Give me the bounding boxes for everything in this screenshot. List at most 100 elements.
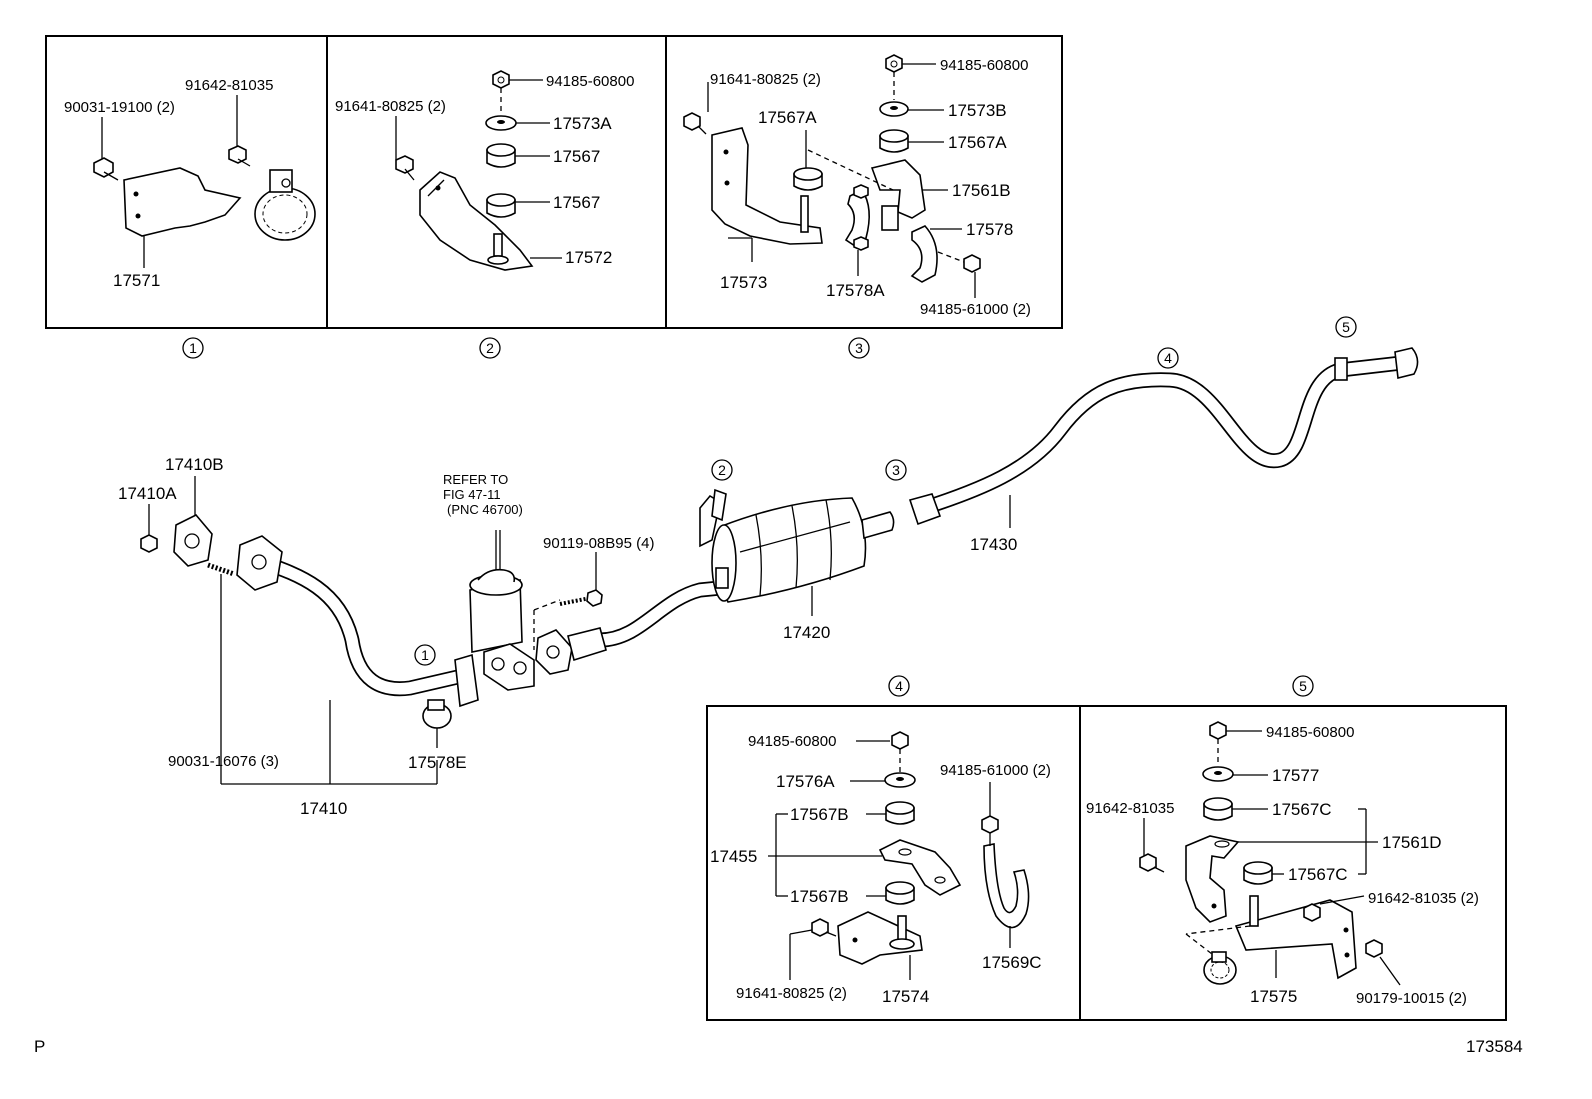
svg-text:3: 3	[892, 462, 900, 478]
nut-icon	[492, 70, 510, 89]
label-17578A: 17578A	[826, 281, 885, 300]
label-94185-61000: 94185-61000 (2)	[920, 301, 1031, 318]
callout-1: 1	[414, 644, 436, 666]
stud-icon	[207, 562, 235, 577]
label-90119-08B95: 90119-08B95 (4)	[543, 535, 654, 552]
clamp-17578e-icon	[422, 699, 452, 729]
label-17561B: 17561B	[952, 181, 1011, 200]
clamp-17578-icon	[910, 225, 938, 283]
label-17569C: 17569C	[982, 953, 1042, 972]
washer-icon	[1202, 766, 1234, 782]
cushion-icon	[885, 801, 915, 825]
label-17455: 17455	[710, 847, 757, 866]
label-94185-60800: 94185-60800	[546, 73, 634, 90]
label-91642-81035-p5: 91642-81035	[1086, 800, 1174, 817]
svg-text:1: 1	[421, 647, 429, 663]
label-90179-10015: 90179-10015 (2)	[1356, 990, 1467, 1007]
panel-index-1: 1	[182, 337, 204, 359]
label-17410B: 17410B	[165, 455, 224, 474]
label-91641-80825-p4: 91641-80825 (2)	[736, 985, 847, 1002]
front-pipe-17410	[236, 535, 479, 708]
label-17567C-bottom: 17567C	[1288, 865, 1348, 884]
label-94185-60800-p4: 94185-60800	[748, 733, 836, 750]
label-refer-fig: FIG 47-11	[443, 487, 501, 502]
label-17567-bottom: 17567	[553, 193, 600, 212]
svg-text:2: 2	[486, 340, 494, 356]
svg-text:2: 2	[718, 462, 726, 478]
label-17567A-left: 17567A	[758, 108, 817, 127]
label-17420: 17420	[783, 623, 830, 642]
footer-left-code: P	[34, 1037, 45, 1056]
nut-icon	[891, 731, 909, 750]
bottom-detail-panels	[706, 705, 1507, 1021]
label-17574: 17574	[882, 987, 929, 1006]
label-17567-top: 17567	[553, 147, 600, 166]
converter-46700-icon	[469, 530, 535, 691]
hanger-2-icon	[699, 488, 727, 548]
label-17430: 17430	[970, 535, 1017, 554]
panel-4: 94185-60800 17576A 17567B 17455	[710, 731, 1051, 1006]
label-17573A: 17573A	[553, 114, 612, 133]
cushion-icon	[879, 129, 909, 153]
label-17573B: 17573B	[948, 101, 1007, 120]
label-94185-61000-p4: 94185-61000 (2)	[940, 762, 1051, 779]
main-assembly: 17410B 17410A 90031-16076 (3) 17410 1757…	[118, 316, 1419, 818]
panel-2: 91641-80825 (2) 94185-60800 17573A 17567	[335, 70, 634, 271]
support-17575-icon	[1234, 895, 1357, 980]
nut-icon	[963, 254, 981, 273]
label-17576A: 17576A	[776, 772, 835, 791]
bolt-icon	[1365, 939, 1383, 958]
gasket-17410b-icon	[173, 514, 213, 567]
callout-2: 2	[711, 459, 733, 481]
svg-text:5: 5	[1342, 319, 1350, 335]
bolt-icon	[811, 918, 837, 937]
bracket-17561d-icon	[1185, 835, 1240, 923]
cushion-icon	[486, 193, 516, 218]
callout-4: 4	[1157, 347, 1179, 369]
nut-icon	[981, 815, 999, 834]
washer-icon	[884, 772, 916, 788]
svg-text:4: 4	[895, 678, 903, 694]
label-17410A: 17410A	[118, 484, 177, 503]
label-91641-80825: 91641-80825 (2)	[335, 98, 446, 115]
muffler-17420-icon	[711, 497, 895, 603]
diagram-number: 173584	[1466, 1037, 1523, 1056]
label-17578: 17578	[966, 220, 1013, 239]
bracket-17571-icon	[123, 167, 242, 237]
label-91642-81035: 91642-81035	[185, 77, 273, 94]
support-17574-icon	[837, 911, 923, 965]
nut-icon	[885, 54, 903, 73]
clamp-17578a-icon	[844, 184, 870, 251]
pipe-joint-icon	[567, 627, 607, 662]
bolt-icon	[1303, 903, 1321, 922]
label-91641-80825-p3: 91641-80825 (2)	[710, 71, 821, 88]
clamp-icon	[254, 169, 316, 241]
label-17567A-right: 17567A	[948, 133, 1007, 152]
label-17561D: 17561D	[1382, 833, 1442, 852]
label-17572: 17572	[565, 248, 612, 267]
cushion-icon	[793, 167, 823, 191]
label-refer-to: REFER TO	[443, 472, 508, 487]
bolt-icon	[228, 145, 251, 167]
clamp-icon	[1203, 951, 1237, 985]
panel-index-2: 2	[479, 337, 501, 359]
svg-text:4: 4	[1164, 350, 1172, 366]
panel-5: 94185-60800 17577 17567C 17561D 17567C	[1086, 721, 1479, 1007]
nut-17410a-icon	[140, 534, 158, 553]
svg-text:1: 1	[189, 340, 197, 356]
top-detail-panels	[45, 35, 1063, 329]
label-94185-60800-p5: 94185-60800	[1266, 724, 1354, 741]
label-90031-16076: 90031-16076 (3)	[168, 753, 279, 770]
label-17567B-bottom: 17567B	[790, 887, 849, 906]
cushion-icon	[1203, 797, 1233, 821]
label-17567B-top: 17567B	[790, 805, 849, 824]
label-17573: 17573	[720, 273, 767, 292]
callout-3: 3	[885, 459, 907, 481]
bolt-icon	[1139, 853, 1165, 873]
panel-1: 90031-19100 (2) 91642-81035 17571	[64, 77, 316, 290]
label-94185-60800-p3: 94185-60800	[940, 57, 1028, 74]
label-17410: 17410	[300, 799, 347, 818]
label-refer-pnc: (PNC 46700)	[447, 502, 523, 517]
svg-text:5: 5	[1299, 678, 1307, 694]
